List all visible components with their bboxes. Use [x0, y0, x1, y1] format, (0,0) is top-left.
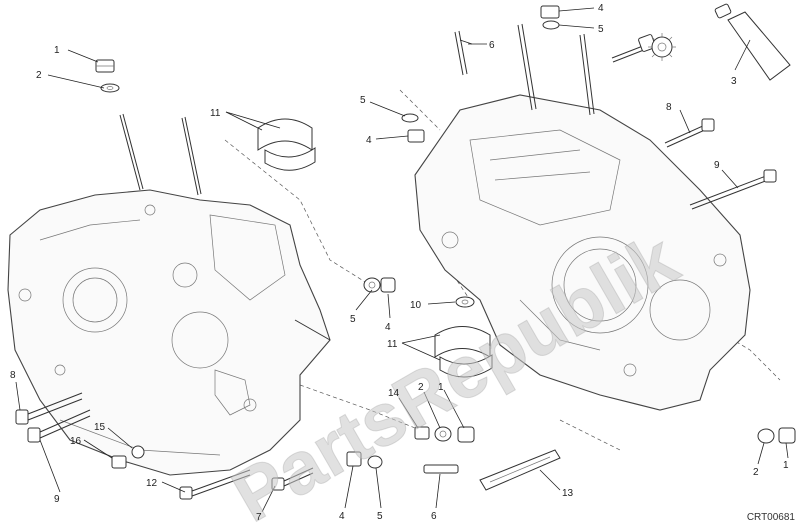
washer-5-upper: [401, 113, 419, 123]
sealant-tube-3: [714, 3, 791, 81]
bolt-9-lower-left: [27, 409, 91, 443]
bolt-7: [271, 467, 314, 491]
washer-5-bottom: [367, 455, 383, 469]
washer-2-mid: [434, 426, 452, 442]
callout-3: 3: [731, 76, 737, 87]
nut-1-mid: [457, 426, 475, 443]
washer-5-mid-left: [363, 277, 381, 293]
callout-8: 8: [10, 370, 16, 381]
callout-6: 6: [489, 40, 495, 51]
breather-strip-13: [479, 449, 561, 491]
callout-2: 2: [753, 467, 759, 478]
bolt-8-lower-left: [15, 392, 83, 425]
washer-2-top-left: [100, 83, 120, 93]
plug-16: [111, 455, 127, 469]
callout-11: 11: [387, 339, 398, 350]
callout-4: 4: [366, 135, 372, 146]
callout-4: 4: [385, 322, 391, 333]
callout-5: 5: [377, 511, 383, 522]
bolt-9-right: [689, 169, 777, 210]
callout-11: 11: [210, 108, 221, 119]
callout-6: 6: [431, 511, 437, 522]
callout-5: 5: [350, 314, 356, 325]
left-crankcase-half: [7, 189, 331, 476]
washer-15: [131, 445, 145, 459]
washer-10: [455, 296, 475, 308]
nut-1-top-left: [95, 59, 115, 73]
nut-4-bottom: [346, 451, 362, 467]
nut-4-top-right: [540, 5, 560, 19]
callout-10: 10: [410, 300, 422, 311]
callout-15: 15: [94, 422, 106, 433]
callout-2: 2: [418, 382, 424, 393]
half-bearing-11-middle: [434, 326, 493, 378]
callout-2: 2: [36, 70, 42, 81]
bolt-8-right: [664, 118, 715, 148]
nut-4-upper: [407, 129, 425, 143]
callout-4: 4: [598, 3, 604, 14]
diagram-code: CRT00681: [746, 512, 795, 523]
washer-2-lower-right: [757, 428, 775, 444]
callout-9: 9: [714, 160, 720, 171]
nut-1-lower-right: [778, 427, 796, 444]
callout-7: 7: [256, 512, 262, 523]
right-studs: [454, 23, 595, 116]
half-bearing-11-top: [257, 118, 316, 171]
left-studs: [119, 113, 331, 341]
callout-1: 1: [783, 460, 789, 471]
bushing-14: [414, 426, 430, 440]
nut-4-mid-left: [380, 277, 396, 293]
gear-icon: [648, 33, 676, 61]
callout-5: 5: [598, 24, 604, 35]
callout-14: 14: [388, 388, 400, 399]
callout-1: 1: [438, 382, 444, 393]
callout-4: 4: [339, 511, 345, 522]
callout-9: 9: [54, 494, 60, 505]
callout-13: 13: [562, 488, 574, 499]
callout-8: 8: [666, 102, 672, 113]
callout-1: 1: [54, 45, 60, 56]
stud-6-bottom: [423, 464, 459, 474]
callout-5: 5: [360, 95, 366, 106]
leader-lines: [15, 7, 789, 513]
callout-12: 12: [146, 478, 158, 489]
right-crankcase-half: [414, 94, 751, 411]
bolt-12: [179, 469, 251, 500]
callout-labels: 1 2 11 8 15 16 9 12 7 5 4 6 5 4 10 11 14…: [10, 3, 789, 523]
bolt-6-top: [611, 34, 656, 63]
callout-16: 16: [70, 436, 82, 447]
washer-5-top-right: [542, 20, 560, 30]
